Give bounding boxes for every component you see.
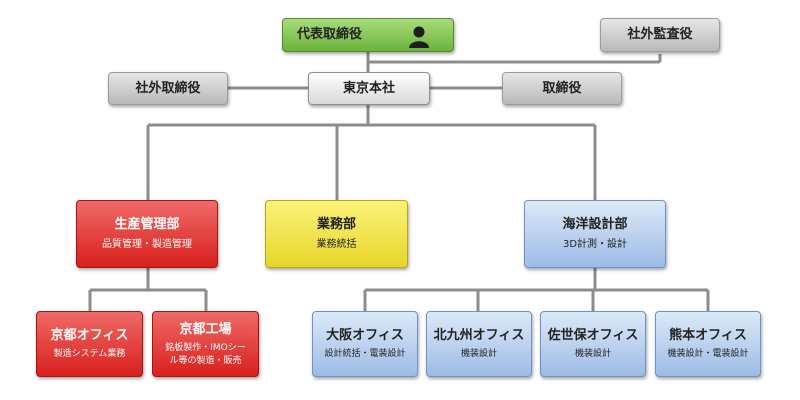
production-dept-name: 生産管理部	[114, 217, 180, 232]
marine-dept-name: 海洋設計部	[562, 217, 628, 232]
kyoto-factory-desc-line2: ル等の製造・販売	[169, 355, 242, 366]
kyoto-factory-desc-line1: 銘板製作・IMOシー	[165, 342, 246, 353]
outside-director-box: 社外取締役	[108, 72, 228, 105]
kitakyushu-office-box: 北九州オフィス 機装設計	[426, 311, 532, 377]
ceo-box: 代表取締役	[282, 18, 454, 52]
person-icon	[409, 26, 429, 48]
sasebo-office-box: 佐世保オフィス 機装設計	[540, 311, 646, 377]
director-box: 取締役	[502, 72, 622, 105]
sasebo-office-name: 佐世保オフィス	[547, 328, 639, 343]
head-office-label: 東京本社	[342, 80, 395, 96]
auditor-label: 社外監査役	[627, 27, 693, 42]
kyoto-office-desc: 製造システム業務	[53, 349, 126, 359]
osaka-office-box: 大阪オフィス 設計統括・電装設計	[312, 311, 418, 377]
ceo-label: 代表取締役	[297, 27, 363, 42]
kyoto-factory-name: 京都工場	[179, 321, 232, 337]
auditor-box: 社外監査役	[600, 18, 720, 52]
outside-director-label: 社外取締役	[135, 80, 201, 96]
kumamoto-office-name: 熊本オフィス	[669, 328, 747, 343]
business-dept-desc: 業務統括	[316, 239, 357, 250]
kumamoto-office-desc: 機装設計・電装設計	[667, 349, 749, 359]
kitakyushu-office-desc: 機装設計	[460, 349, 497, 359]
kyoto-office-name: 京都オフィス	[50, 328, 129, 343]
production-dept-desc: 品質管理・製造管理	[102, 239, 192, 250]
head-office-box: 東京本社	[308, 72, 430, 105]
production-dept-box: 生産管理部 品質管理・製造管理	[76, 200, 218, 268]
business-dept-box: 業務部 業務統括	[265, 200, 408, 268]
kumamoto-office-box: 熊本オフィス 機装設計・電装設計	[655, 311, 761, 377]
sasebo-office-desc: 機装設計	[574, 349, 611, 359]
marine-dept-box: 海洋設計部 3D計測・設計	[524, 200, 666, 268]
osaka-office-name: 大阪オフィス	[326, 328, 404, 343]
marine-dept-desc: 3D計測・設計	[562, 239, 628, 250]
kyoto-factory-box: 京都工場 銘板製作・IMOシー ル等の製造・販売	[152, 311, 259, 377]
osaka-office-desc: 設計統括・電装設計	[324, 349, 406, 359]
director-label: 取締役	[542, 80, 582, 96]
business-dept-name: 業務部	[316, 217, 356, 232]
kyoto-office-box: 京都オフィス 製造システム業務	[36, 311, 143, 377]
kitakyushu-office-name: 北九州オフィス	[433, 328, 525, 343]
